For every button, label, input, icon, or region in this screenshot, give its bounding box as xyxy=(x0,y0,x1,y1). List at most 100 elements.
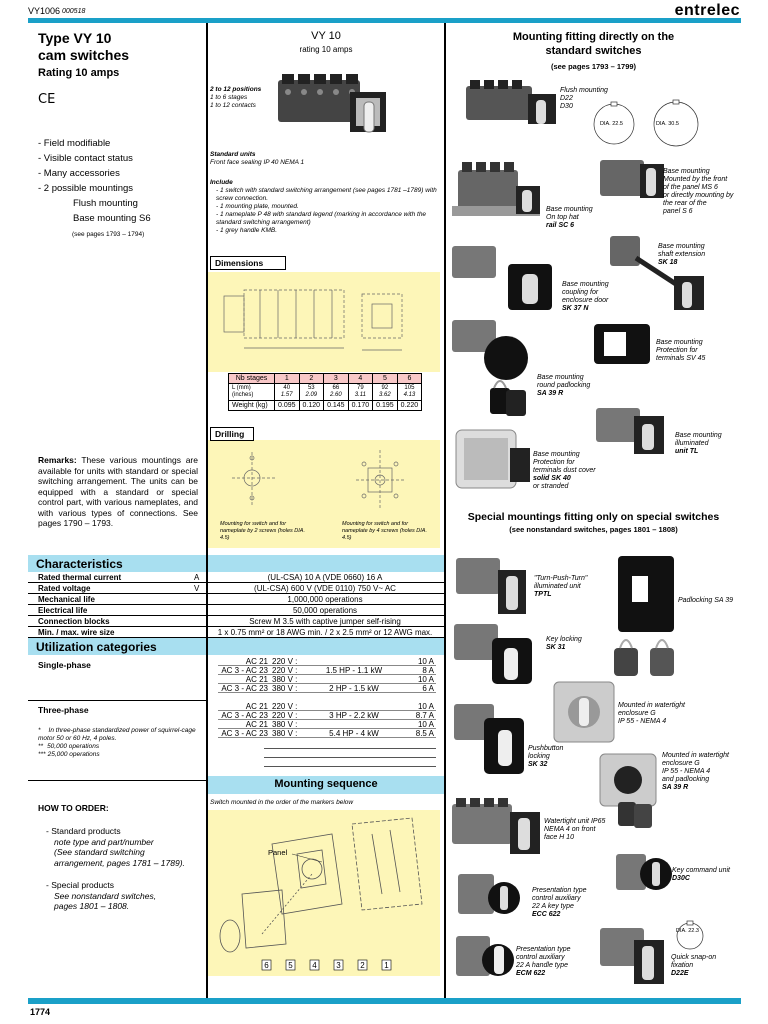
positions-info: 2 to 12 positions 1 to 6 stages 1 to 12 … xyxy=(210,86,261,110)
dimension-cell: 5 xyxy=(372,373,398,384)
drilling-heading: Drilling xyxy=(210,427,254,441)
dimension-inch: 3.62 xyxy=(379,392,391,398)
right-title-line: standard switches xyxy=(545,45,642,57)
tptl-photo xyxy=(456,558,526,614)
order-standard: - Standard products note type and part/n… xyxy=(46,826,196,868)
feature-item: - Many accessories xyxy=(38,168,120,179)
column-divider-left xyxy=(206,23,208,998)
utilization-cell: 8.5 A xyxy=(415,729,434,738)
label-line: Base mounting xyxy=(546,206,593,213)
standard-units: Standard units Front face sealing IP 40 … xyxy=(210,151,440,167)
dimensions-drawing xyxy=(223,289,403,351)
label-line: or stranded xyxy=(533,483,569,490)
label-line: control auxiliary xyxy=(532,895,581,902)
sequence-marker: 5 xyxy=(288,961,293,970)
label-line: 22 A handle type xyxy=(516,962,569,969)
utilization-cell: 380 V : xyxy=(272,720,298,729)
characteristic-unit xyxy=(194,605,206,615)
key-command-photo xyxy=(616,854,672,890)
feature-list: - Field modifiable - Visible contact sta… xyxy=(38,136,151,226)
dia-drawing xyxy=(676,920,704,950)
dimension-cell: 4 xyxy=(347,373,374,384)
utilization-cell xyxy=(316,657,392,665)
table-line xyxy=(264,748,436,749)
padlocking-photo xyxy=(614,556,674,676)
column-divider-right xyxy=(444,23,446,998)
utilization-cell: 8 A xyxy=(422,666,434,675)
utilization-cell: AC 3 - AC 23 xyxy=(221,684,268,693)
switch-photo xyxy=(278,74,386,133)
label-line: Pushbutton xyxy=(528,745,564,752)
order-special: - Special products See nonstandard switc… xyxy=(46,880,196,912)
utilization-cell: AC 21 xyxy=(245,702,268,711)
dimension-cell: 0.195 xyxy=(372,400,398,411)
label-line: 22 A key type xyxy=(532,903,574,910)
characteristics-title: Characteristics xyxy=(28,555,206,572)
diameter-drawings xyxy=(593,99,699,147)
dia-label-1: DIA. 22.5 xyxy=(600,121,623,127)
label-line: On top hat xyxy=(546,214,579,221)
label-line: Base mounting xyxy=(537,374,584,381)
include-item: - 1 mounting plate, mounted. xyxy=(216,203,299,210)
characteristic-value: 1 x 0.75 mm² or 18 AWG min. / 2 x 2.5 mm… xyxy=(206,627,442,637)
dimension-cell: 1 xyxy=(274,373,300,384)
label-line: D30 xyxy=(560,103,573,110)
utilization-cell: 10 A xyxy=(417,720,434,729)
dust-cover-photo xyxy=(455,429,530,489)
positions-line: 1 to 12 contacts xyxy=(210,102,256,109)
label-line: terminals SV 45 xyxy=(656,355,706,362)
right-title-line: Mounting fitting directly on the xyxy=(512,31,675,43)
utilization-cell: 380 V : xyxy=(272,684,298,693)
dimension-inch: 2.09 xyxy=(305,392,318,398)
label-line: "Turn-Push-Turn" xyxy=(534,575,588,582)
dimension-cell: L (mm) (inches) xyxy=(228,383,275,401)
footnote-3: 25,000 operations xyxy=(47,751,100,758)
dia-label-3: DIA. 22.3 xyxy=(676,928,699,934)
label-line: Protection for xyxy=(656,347,698,354)
page-number: 1774 xyxy=(30,1007,51,1017)
label-line: Protection for xyxy=(533,459,575,466)
characteristic-value: (UL-CSA) 600 V (VDE 0110) 750 V~ AC xyxy=(206,583,442,593)
remarks-text: These various mountings are available fo… xyxy=(38,455,198,528)
utilization-cell: AC 3 - AC 23 xyxy=(221,666,268,675)
label-line: solid SK 40 xyxy=(533,475,571,482)
illuminated-unit-photo xyxy=(596,408,664,454)
utilization-band xyxy=(208,638,444,655)
label-line: ECC 622 xyxy=(532,911,561,918)
pushbutton-locking-photo xyxy=(454,704,524,774)
order-line: - Special products xyxy=(46,880,115,890)
include-item: - 1 switch with standard switching arran… xyxy=(216,187,437,202)
include-item: - 1 nameplate P 48 with standard legend … xyxy=(216,211,427,226)
label-line: Padlocking SA 39 xyxy=(678,597,733,604)
utilization-cell: 2 HP - 1.5 kW xyxy=(329,684,379,693)
characteristic-unit xyxy=(194,627,206,637)
label-line: Flush mounting xyxy=(560,87,608,94)
utilization-cell: 220 V : xyxy=(272,702,298,711)
sequence-marker: 4 xyxy=(312,961,317,970)
label-line: enclosure door xyxy=(562,297,609,304)
include-list: Include - 1 switch with standard switchi… xyxy=(210,179,438,235)
dimension-units: (mm) (inches) xyxy=(232,385,254,398)
characteristic-unit xyxy=(194,594,206,604)
order-line: See nonstandard switches, xyxy=(54,890,157,901)
dimension-cell: Nb stages xyxy=(228,373,275,384)
feature-item: - 2 possible mountings xyxy=(38,183,134,194)
label-line: Mounted in watertight xyxy=(618,702,685,709)
product-subtitle: cam switches xyxy=(38,47,130,63)
ecc-622-photo xyxy=(458,874,520,914)
